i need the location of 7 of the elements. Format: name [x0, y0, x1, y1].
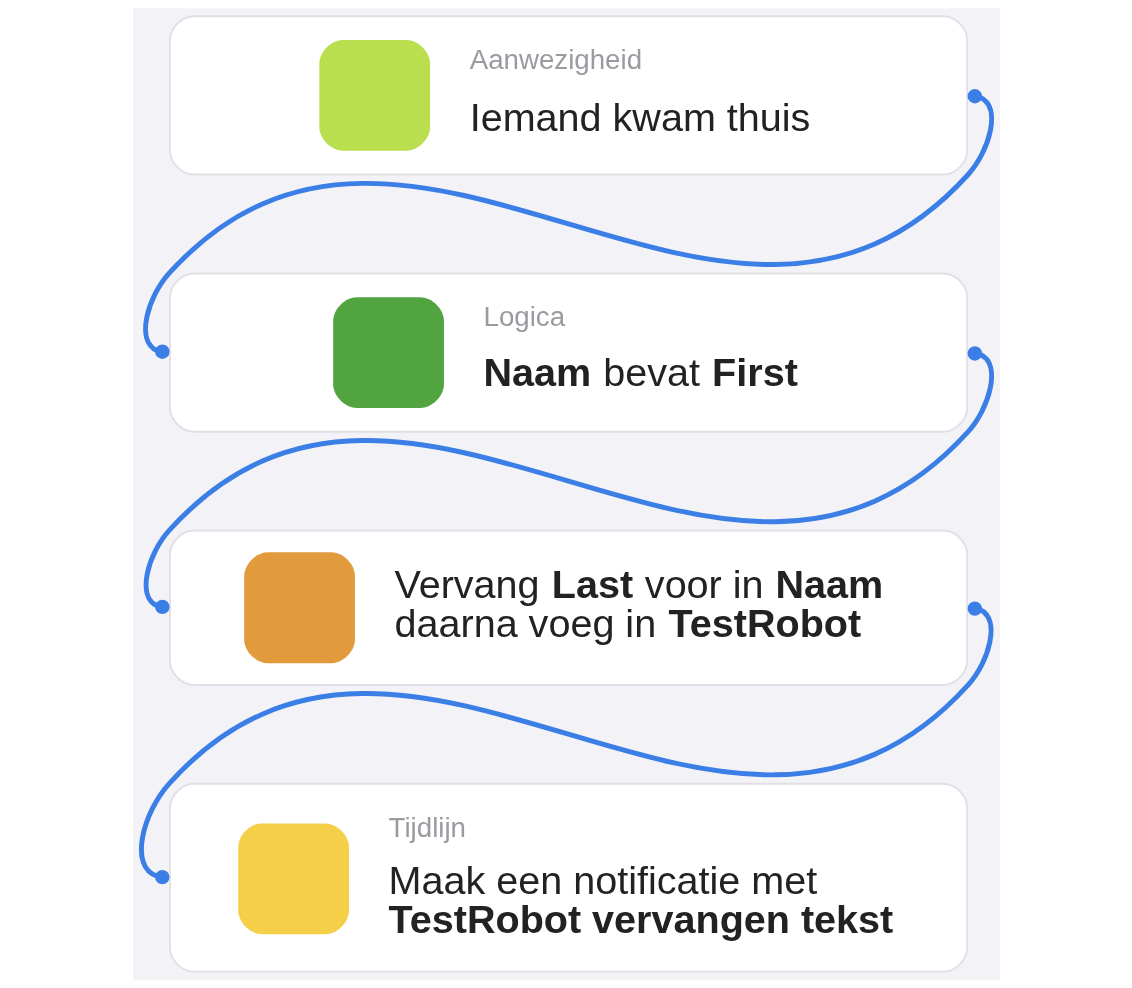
node-box: Vervang Last voor in Naam daarna voeg in TestRobot: [168, 529, 968, 686]
node-box: Aanwezigheid Iemand kwam thuis: [168, 15, 968, 176]
node-box: Tijdlijn Maak een notificatie met TestRobot vervangen tekst: [168, 782, 968, 973]
connector: [143, 346, 994, 615]
connector: [138, 601, 993, 885]
node-box: Logica Naam bevat First: [168, 272, 968, 433]
connector: [142, 89, 994, 359]
